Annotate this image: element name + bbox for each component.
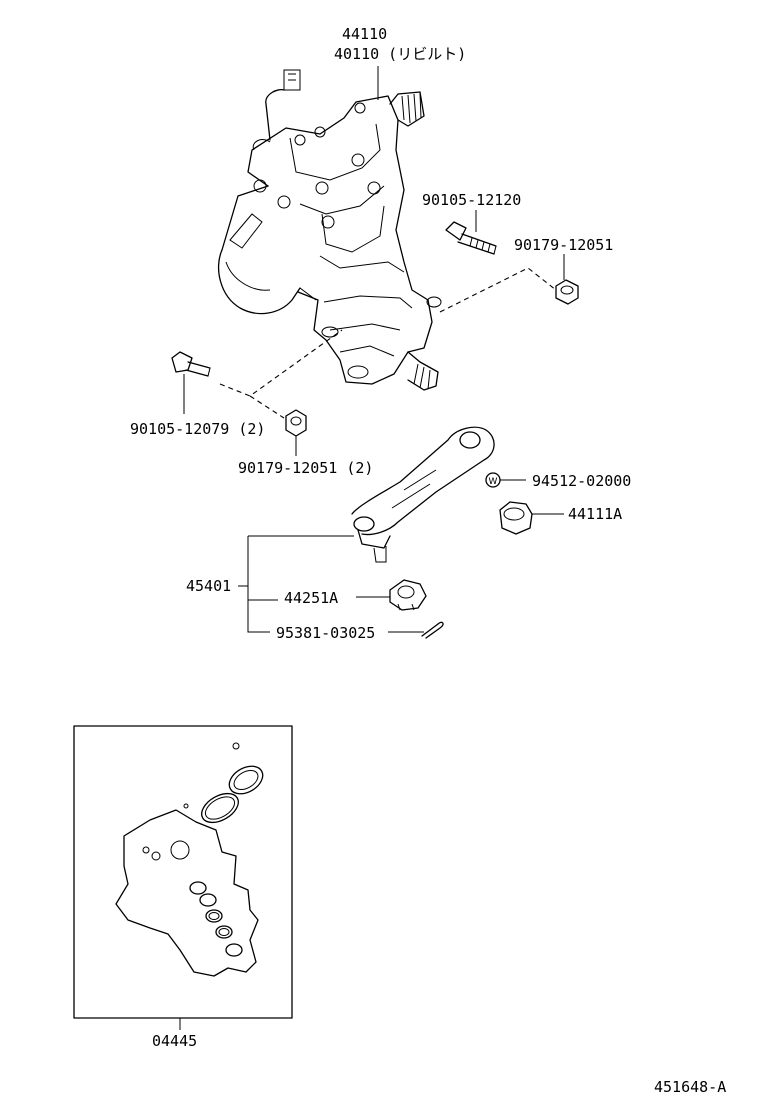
gasket-kit-box: [73, 725, 293, 1019]
gasket-kit-icon: [115, 742, 264, 977]
arm-nut-icon: [499, 501, 533, 535]
part-label-gasket-kit: 04445: [152, 1032, 198, 1050]
pitman-arm-icon: [351, 426, 495, 563]
dash-line-upper: [439, 267, 557, 313]
nut-upper-icon: [555, 279, 579, 305]
part-label-gear-housing: 44110: [342, 25, 388, 43]
part-label-pitman-arm: 45401: [186, 577, 232, 595]
steering-gear-housing: [218, 69, 442, 391]
part-label-cotter-pin: 95381-03025: [276, 624, 376, 642]
part-label-arm-nut: 44111A: [568, 505, 623, 523]
part-label-castle-nut: 44251A: [284, 589, 339, 607]
nut-lower-icon: [285, 409, 307, 437]
part-label-washer: 94512-02000: [532, 472, 632, 490]
part-label-bolt-lower: 90105-12079 (2): [130, 420, 266, 438]
washer-symbol: W: [489, 477, 498, 487]
part-label-bolt-upper: 90105-12120: [422, 191, 522, 209]
washer-icon: W: [485, 472, 501, 488]
castle-nut-icon: [389, 579, 427, 611]
diagram-id: 451648-A: [654, 1078, 727, 1096]
bolt-upper-icon: [445, 221, 497, 255]
part-label-nut-lower: 90179-12051 (2): [238, 459, 374, 477]
cotter-pin-icon: [421, 621, 444, 639]
dash-line-lower: [219, 329, 343, 419]
part-label-nut-upper: 90179-12051: [514, 236, 614, 254]
part-label-gear-rebuilt: 40110 (リビルト): [334, 45, 467, 63]
bolt-lower-icon: [171, 351, 211, 377]
bracket-45401: [238, 535, 354, 633]
